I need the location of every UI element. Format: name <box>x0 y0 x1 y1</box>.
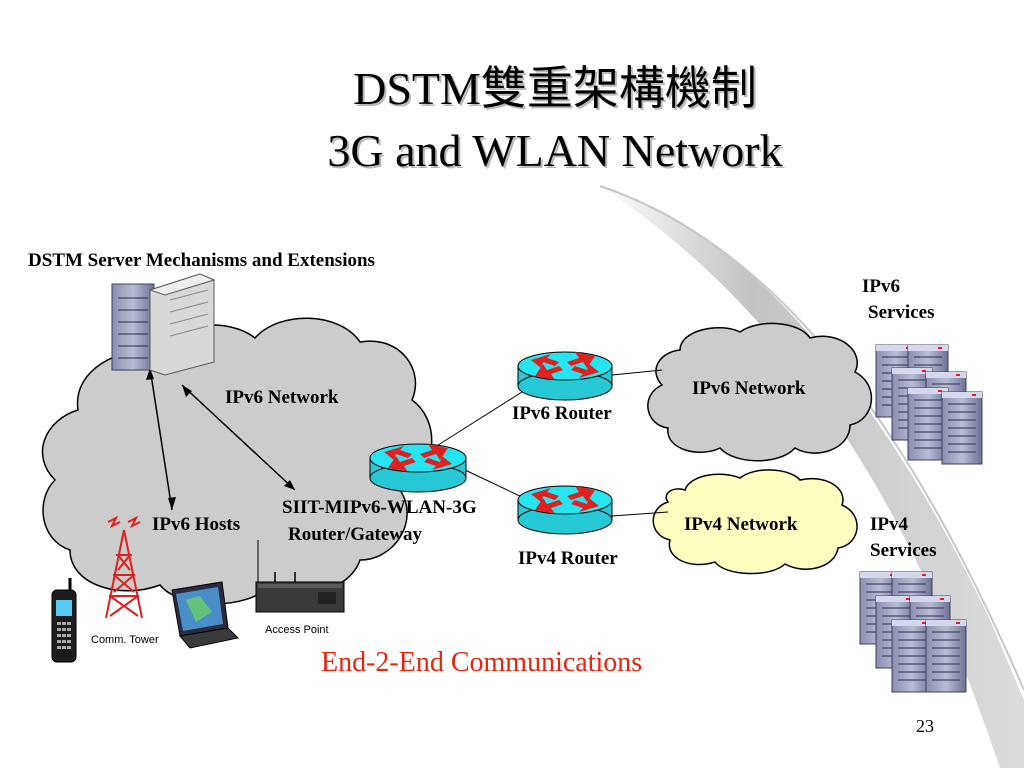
ipv4-services-label-line-2: Services <box>870 540 937 561</box>
ipv6-network-right-label: IPv6 Network <box>692 378 806 399</box>
gateway-label-line-2: Router/Gateway <box>288 524 423 545</box>
ipv4-cloud <box>652 469 858 575</box>
comm-tower-label: Comm. Tower <box>91 634 159 646</box>
ipv4-services-label-line-1: IPv4 <box>870 514 908 535</box>
gateway-router-icon <box>369 443 467 493</box>
ipv4-router-icon <box>517 485 613 535</box>
ipv4-network-label: IPv4 Network <box>684 514 798 535</box>
comm-tower-icon <box>105 515 143 619</box>
dstm-server-icon <box>111 273 216 376</box>
gateway-label-line-1: SIIT-MIPv6-WLAN-3G <box>282 497 477 518</box>
cell-phone-icon <box>51 578 77 663</box>
access-point-icon <box>255 572 345 613</box>
title-line-2: 3G and WLAN Network <box>327 125 783 176</box>
ipv6-cloud-right <box>647 322 872 462</box>
laptop-icon <box>171 581 240 649</box>
ipv6-network-left-label: IPv6 Network <box>225 387 339 408</box>
end-to-end-caption: End-2-End Communications <box>321 647 643 678</box>
ipv6-services-label-line-2: Services <box>868 302 935 323</box>
ipv6-router-icon <box>517 351 613 401</box>
ipv6-hosts-label: IPv6 Hosts <box>152 514 241 535</box>
decorative-swoosh <box>600 186 1024 768</box>
page-number: 23 <box>916 716 934 736</box>
ipv4-router-label: IPv4 Router <box>518 548 618 569</box>
access-point-label: Access Point <box>265 624 329 636</box>
ipv6-services-label-line-1: IPv6 <box>862 276 900 297</box>
ipv6-cloud-left <box>41 317 433 605</box>
ipv6-router-label: IPv6 Router <box>512 403 612 424</box>
title-line-1: DSTM雙重架構機制 <box>353 63 757 114</box>
server-mechanisms-label: DSTM Server Mechanisms and Extensions <box>28 250 375 271</box>
